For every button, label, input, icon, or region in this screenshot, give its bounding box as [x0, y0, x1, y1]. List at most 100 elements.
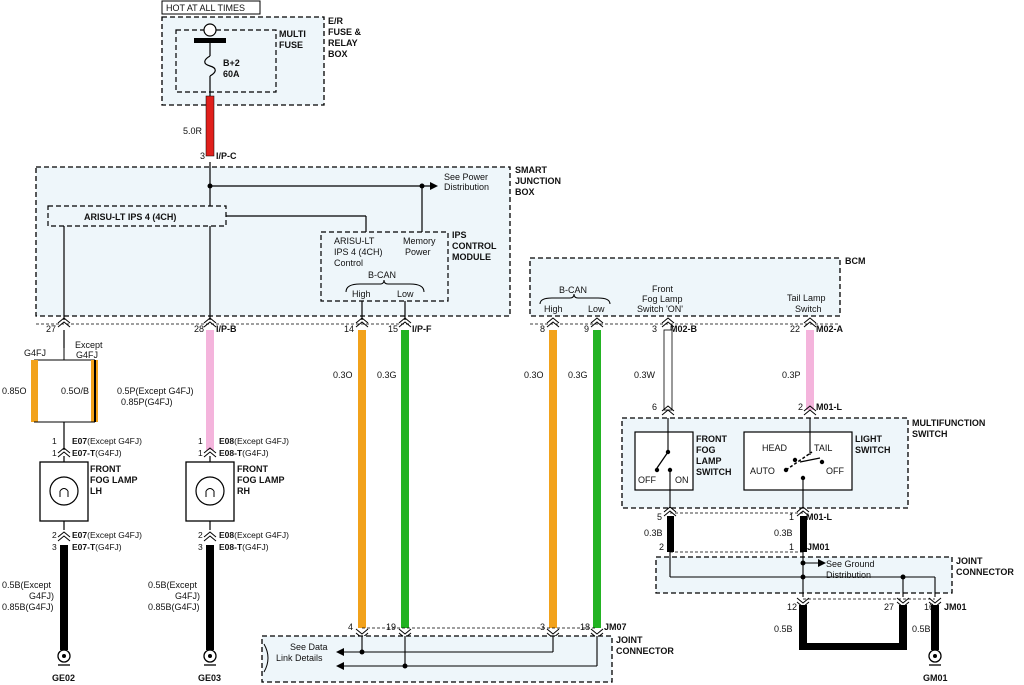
mfs-conn-m01l: M01-L	[816, 402, 843, 412]
multi-fuse-title: MULTI FUSE	[279, 29, 308, 50]
see-ground-distribution: See Ground Distribution	[826, 559, 877, 580]
ground-gm01-icon	[928, 649, 942, 666]
chevron	[203, 447, 217, 458]
bcm-pin-9: 9	[584, 324, 589, 334]
see-power-distribution: See Power Distribution	[444, 172, 491, 192]
chevron	[57, 447, 71, 458]
jm07-pin-18: 18	[580, 622, 590, 632]
node	[900, 574, 906, 580]
conn-ipb: I/P-B	[216, 324, 237, 334]
mfs-pin-1: 1	[789, 512, 794, 522]
wire-03p	[806, 330, 814, 410]
wire-jm01-12	[799, 605, 807, 650]
wire-pink	[206, 330, 214, 450]
chevron	[663, 506, 677, 517]
fog-switch-off: OFF	[638, 475, 656, 485]
pink-wire-label: 0.5P(Except G4FJ) 0.85P(G4FJ)	[117, 386, 196, 407]
wire-sjb-03o-label: 0.3O	[333, 370, 353, 380]
light-switch-head: HEAD	[762, 443, 788, 453]
bcm-low: Low	[588, 304, 605, 314]
lh-ground-wire-label: 0.5B(Except G4FJ) 0.85B(G4FJ)	[2, 580, 57, 612]
node	[654, 467, 660, 473]
chevron	[796, 506, 810, 517]
light-switch-off: OFF	[826, 466, 844, 476]
lh-conn-top-2: E07-T(G4FJ)	[72, 448, 122, 458]
ground-ge03-icon	[203, 649, 217, 666]
wire-03w	[663, 329, 673, 411]
jm01-pin-27: 27	[884, 602, 894, 612]
hot-label: HOT AT ALL TIMES	[166, 3, 245, 13]
lh-conn-bot-2: E07-T(G4FJ)	[72, 542, 122, 552]
mfs-pin-6: 6	[652, 402, 657, 412]
chevron	[355, 317, 369, 328]
arrow-data-low	[336, 662, 344, 670]
fuse-rating: B+2 60A	[223, 58, 242, 79]
bcm-box	[529, 257, 841, 317]
jm07-pin-4: 4	[348, 622, 353, 632]
lh-conn-bot-1: E07(Except G4FJ)	[72, 530, 142, 540]
see-data-link-details: See Data Link Details	[276, 642, 330, 663]
chevron	[661, 317, 675, 328]
node	[819, 459, 825, 465]
wire-jm01-05b-right: 0.5B	[912, 624, 931, 634]
jm01-pin-16: 16	[924, 602, 934, 612]
joint-bottom-title: JOINT CONNECTOR	[616, 635, 674, 656]
wire-085o-label: 0.85O	[2, 386, 27, 396]
light-switch-blade-icon	[785, 451, 813, 471]
mfs-conn-m01l-2: M01-L	[806, 512, 833, 522]
light-switch-box	[743, 431, 853, 491]
sjb-high: High	[352, 289, 371, 299]
fog-switch-box	[634, 431, 694, 491]
lh-pin-2: 2	[52, 530, 57, 540]
lamp-lh-icon	[49, 476, 79, 506]
wire-mfs-03b-left	[667, 516, 674, 552]
data-link-brace	[263, 643, 269, 673]
ips-label: ARISU-LT IPS 4 (4CH)	[84, 212, 176, 222]
fog-lamp-lh-title: FRONT FOG LAMP LH	[90, 464, 140, 496]
ground-ge02: GE02	[52, 673, 75, 683]
wire-jm01-bottom	[799, 643, 907, 650]
light-switch-tail: TAIL	[814, 443, 832, 453]
bcm-conn-m02b: M02-B	[670, 324, 698, 334]
jm01-conn: JM01	[944, 602, 967, 612]
rh-conn-bot-1: E08(Except G4FJ)	[219, 530, 289, 540]
chevron	[803, 317, 817, 328]
ips-control-label: ARISU-LT IPS 4 (4CH) Control	[334, 236, 385, 268]
lh-pin-3: 3	[52, 542, 57, 552]
fog-lamp-rh-title: FRONT FOG LAMP RH	[237, 464, 287, 496]
mfs-pin-2b: 2	[659, 542, 664, 552]
mfs-conn-jm01: JM01	[807, 542, 830, 552]
wire-bcm-03o-label: 0.3O	[524, 370, 544, 380]
node	[402, 663, 408, 669]
chevron	[590, 317, 604, 328]
mfs-pin-5: 5	[657, 512, 662, 522]
lamp-rh-icon	[195, 476, 225, 506]
mfs-pin-1b: 1	[789, 542, 794, 552]
pin-28: 28	[194, 324, 204, 334]
rh-pin-1: 1	[198, 436, 203, 446]
node	[665, 449, 671, 455]
ground-gm01: GM01	[923, 673, 948, 683]
fog-switch-title: FRONT FOG LAMP SWITCH	[696, 434, 732, 477]
lamp-filament	[205, 488, 215, 497]
fog-switch-blade-icon	[656, 451, 669, 469]
mfs-pin-2: 2	[798, 402, 803, 412]
bcm-conn-m02a: M02-A	[816, 324, 844, 334]
bus-bar	[194, 38, 226, 43]
ground-ge02-icon	[57, 649, 71, 666]
node	[783, 467, 789, 473]
wire-5r	[205, 95, 215, 157]
wire-05ob-label: 0.5O/B	[61, 386, 89, 396]
wire-sjb-can-low	[401, 330, 409, 628]
bcm-pin-3: 3	[652, 324, 657, 334]
wire-mfs-03b-left-label: 0.3B	[644, 528, 663, 538]
joint-right-title: JOINT CONNECTOR	[956, 556, 1014, 577]
conn-ipf: I/P-F	[412, 324, 432, 334]
bcm-tail-label: Tail Lamp Switch	[787, 293, 828, 314]
rh-conn-top-1: E08(Except G4FJ)	[219, 436, 289, 446]
wire-mfs-03b-right	[800, 516, 807, 552]
node	[792, 457, 798, 463]
jm07-pin-3: 3	[540, 622, 545, 632]
pin-15: 15	[388, 324, 398, 334]
